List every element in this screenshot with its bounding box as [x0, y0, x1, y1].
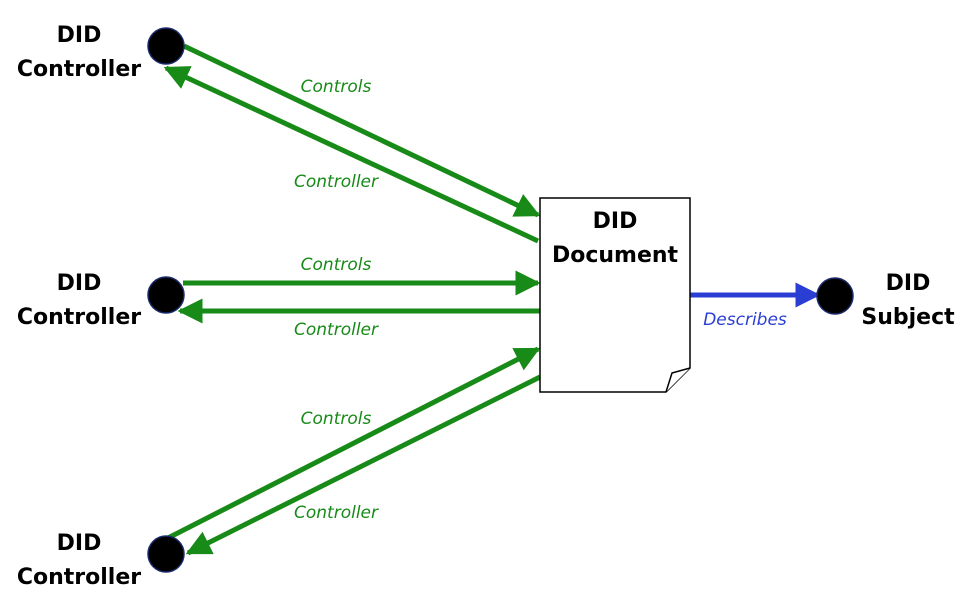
subject-label-line2: Subject: [861, 305, 955, 330]
controller-top-label-line2: Controller: [17, 57, 141, 82]
subject-label-line1: DID: [886, 271, 931, 296]
controller-bottom-label-line1: DID: [57, 531, 102, 556]
bottom-controller-label: Controller: [294, 503, 379, 523]
controller-top-node: [147, 27, 185, 65]
controller-middle-label-line2: Controller: [17, 305, 141, 330]
did-document: DID Document: [539, 197, 691, 393]
top-controller-arrow: [163, 65, 540, 244]
top-controls-label: Controls: [301, 77, 372, 97]
top-controls-arrow: [182, 43, 541, 218]
document-label-line2: Document: [552, 243, 679, 268]
middle-controls-label: Controls: [301, 255, 372, 275]
controller-bottom-label-line2: Controller: [17, 565, 141, 590]
subject-node: [816, 277, 854, 315]
controller-middle-node: [147, 276, 185, 314]
middle-controller-label: Controller: [294, 320, 379, 340]
document-fold: [665, 367, 691, 393]
controller-bottom-node: [147, 535, 185, 573]
controller-middle-label-line1: DID: [57, 271, 102, 296]
document-label-line1: DID: [593, 209, 638, 234]
bottom-controls-label: Controls: [301, 409, 372, 429]
bottom-controller-arrow: [185, 374, 542, 556]
bottom-controls-arrow: [166, 346, 541, 541]
describes-label: Describes: [703, 310, 787, 330]
top-controller-label: Controller: [294, 172, 379, 192]
controller-top-label-line1: DID: [57, 23, 102, 48]
